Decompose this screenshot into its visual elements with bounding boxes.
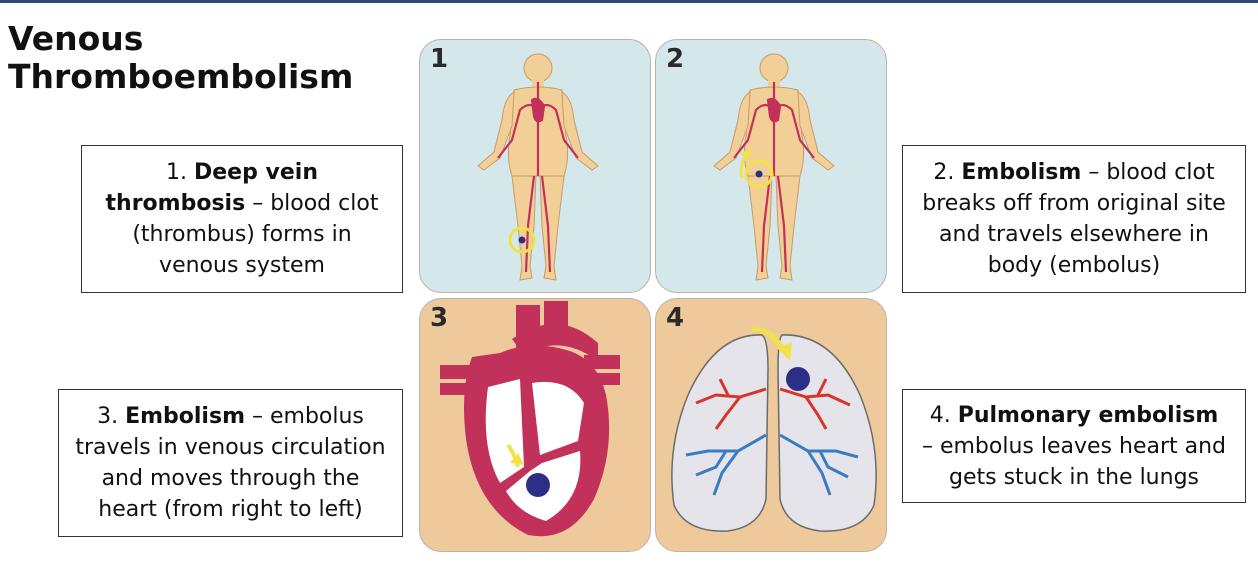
panel-4-lungs: 4 — [655, 298, 887, 552]
heart-icon — [440, 301, 620, 536]
step-2-textbox: 2. Embolism – blood clot breaks off from… — [902, 145, 1246, 293]
title-line-1: Venous — [8, 20, 353, 58]
step-1-line-3: (thrombus) forms in — [132, 219, 351, 250]
lungs-icon — [672, 335, 876, 531]
embolus-icon — [756, 171, 763, 178]
page-title: Venous Thromboembolism — [8, 20, 353, 96]
step-1-bold-2: thrombosis — [106, 191, 246, 216]
embolus-icon — [786, 367, 810, 391]
panel-1-body-dvt: 1 — [419, 39, 651, 293]
top-accent-line — [0, 0, 1258, 3]
step-1-prefix: 1. — [166, 160, 194, 185]
step-2-prefix: 2. — [933, 160, 961, 185]
step-1-line-4: venous system — [159, 250, 325, 281]
panel-2-body-embolism: 2 — [655, 39, 887, 293]
step-1-textbox: 1. Deep vein thrombosis – blood clot (th… — [81, 145, 403, 293]
step-3-line-4: heart (from right to left) — [98, 494, 362, 525]
step-1-rest: – blood clot — [245, 191, 378, 216]
step-3-rest: – embolus — [245, 404, 364, 429]
step-4-line-3: gets stuck in the lungs — [949, 462, 1199, 493]
step-3-line-3: and moves through the — [102, 463, 360, 494]
step-4-bold: Pulmonary embolism — [958, 403, 1219, 428]
step-2-line-3: and travels elsewhere in — [939, 219, 1209, 250]
step-3-line-2: travels in venous circulation — [75, 432, 385, 463]
human-body-illustration-1 — [420, 40, 651, 293]
step-2-line-2: breaks off from original site — [922, 188, 1226, 219]
embolus-icon — [526, 473, 550, 497]
lungs-illustration — [656, 299, 887, 552]
step-3-prefix: 3. — [97, 404, 125, 429]
step-3-bold: Embolism — [125, 404, 245, 429]
panel-3-heart: 3 — [419, 298, 651, 552]
heart-illustration — [420, 299, 651, 552]
step-1-bold: Deep vein — [194, 160, 318, 185]
step-2-bold: Embolism — [961, 160, 1081, 185]
clot-icon — [519, 237, 526, 244]
step-2-line-4: body (embolus) — [988, 250, 1160, 281]
step-2-rest: – blood clot — [1081, 160, 1214, 185]
human-body-illustration-2 — [656, 40, 887, 293]
title-line-2: Thromboembolism — [8, 58, 353, 96]
step-3-textbox: 3. Embolism – embolus travels in venous … — [58, 389, 403, 537]
step-4-textbox: 4. Pulmonary embolism – embolus leaves h… — [902, 389, 1246, 503]
step-4-prefix: 4. — [930, 403, 958, 428]
step-4-line-2: – embolus leaves heart and — [922, 431, 1226, 462]
